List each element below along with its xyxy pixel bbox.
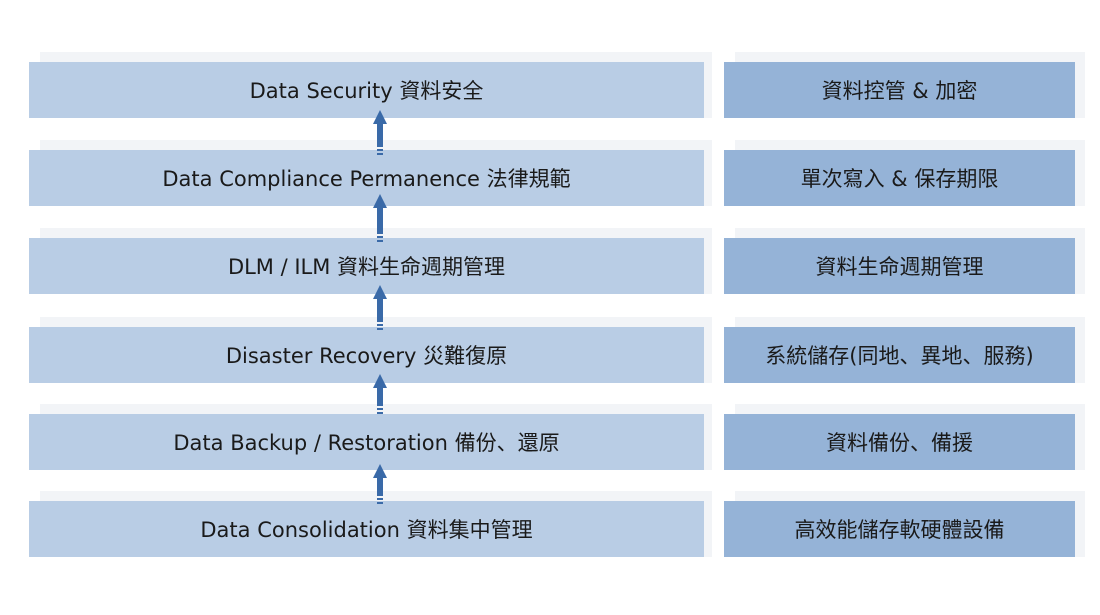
layer-row-security: Data Security 資料安全 資料控管 & 加密 <box>0 52 1100 128</box>
layer-row-dlm: DLM / ILM 資料生命週期管理 資料生命週期管理 <box>0 228 1100 304</box>
up-arrow-icon <box>373 285 387 330</box>
detail-box-backup: 資料備份、備援 <box>724 414 1075 470</box>
layer-box-security: Data Security 資料安全 <box>29 62 704 118</box>
layer-box-dlm: DLM / ILM 資料生命週期管理 <box>29 238 704 294</box>
detail-box-consolidation: 高效能儲存軟硬體設備 <box>724 501 1075 557</box>
layer-box-compliance: Data Compliance Permanence 法律規範 <box>29 150 704 206</box>
detail-box-disaster-recovery: 系統儲存(同地、異地、服務) <box>724 327 1075 383</box>
up-arrow-icon <box>373 464 387 504</box>
layer-row-compliance: Data Compliance Permanence 法律規範 單次寫入 & 保… <box>0 140 1100 216</box>
detail-box-dlm: 資料生命週期管理 <box>724 238 1075 294</box>
layer-row-disaster-recovery: Disaster Recovery 災難復原 系統儲存(同地、異地、服務) <box>0 317 1100 393</box>
layer-row-consolidation: Data Consolidation 資料集中管理 高效能儲存軟硬體設備 <box>0 491 1100 567</box>
layer-row-backup: Data Backup / Restoration 備份、還原 資料備份、備援 <box>0 404 1100 480</box>
layer-box-consolidation: Data Consolidation 資料集中管理 <box>29 501 704 557</box>
up-arrow-icon <box>373 110 387 155</box>
up-arrow-icon <box>373 374 387 414</box>
detail-box-security: 資料控管 & 加密 <box>724 62 1075 118</box>
layer-box-disaster-recovery: Disaster Recovery 災難復原 <box>29 327 704 383</box>
up-arrow-icon <box>373 194 387 242</box>
detail-box-compliance: 單次寫入 & 保存期限 <box>724 150 1075 206</box>
layer-box-backup: Data Backup / Restoration 備份、還原 <box>29 414 704 470</box>
